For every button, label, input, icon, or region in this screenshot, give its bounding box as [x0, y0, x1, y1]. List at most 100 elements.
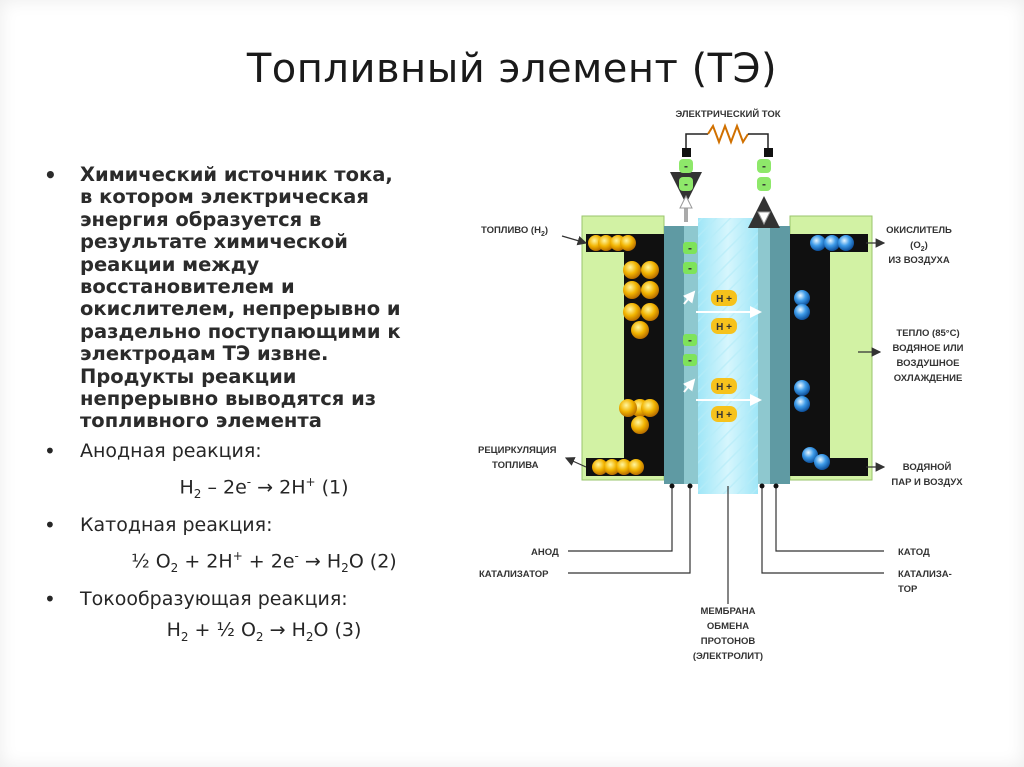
definition-line: в котором электрическая: [80, 185, 369, 209]
circuit-electron: [679, 159, 693, 173]
circuit-electron: [757, 177, 771, 191]
hydrogen-molecules: [588, 235, 659, 475]
equation-1: H2 – 2e- → 2H+ (1): [179, 474, 349, 501]
label-membrane: ОБМЕНА: [707, 621, 749, 632]
definition-line: результате химической: [80, 230, 348, 254]
anode-electrode: [664, 226, 684, 484]
proton-marker: [711, 318, 737, 334]
label-fuel: ТОПЛИВО (H2): [481, 225, 548, 238]
label-vapor: ВОДЯНОЙ: [903, 461, 952, 473]
hydrogen-atom: [623, 303, 641, 321]
proton-label: H +: [716, 322, 732, 333]
label-membrane: ПРОТОНОВ: [701, 636, 756, 647]
electron-marker: [683, 334, 697, 346]
hydrogen-atom: [641, 261, 659, 279]
label-vapor: ПАР И ВОЗДУХ: [891, 477, 963, 488]
circuit-electron: [757, 159, 771, 173]
label-oxidizer: ОКИСЛИТЕЛЬ: [886, 225, 952, 236]
definition-line: топливного элемента: [80, 409, 322, 433]
label-oxidizer-o2: (O2): [910, 240, 928, 253]
label-heat: ТЕПЛО (85°C): [896, 328, 959, 339]
oxygen-atom: [794, 290, 810, 306]
label-from-air: ИЗ ВОЗДУХА: [888, 255, 950, 266]
electron-sign: -: [762, 159, 766, 173]
definition-line: Химический источник тока,: [80, 163, 393, 186]
anode-reaction-label: Анодная реакция:: [80, 439, 262, 462]
label-catalyst-right: КАТАЛИЗА-: [898, 569, 952, 580]
label-membrane: (ЭЛЕКТРОЛИТ): [693, 651, 763, 662]
electron-sign: -: [688, 261, 692, 275]
hydrogen-atom: [623, 281, 641, 299]
oxygen-atom: [838, 235, 854, 251]
definition-line: восстановителем и: [80, 275, 295, 299]
overall-reaction-label: Токообразующая реакция:: [80, 588, 348, 611]
hydrogen-atom: [598, 235, 614, 251]
hydrogen-atom: [620, 235, 636, 251]
definition-line: окислителем, непрерывно и: [80, 297, 401, 321]
electron-markers: - - - -: [683, 241, 697, 367]
bullet-dot: •: [44, 438, 56, 463]
proton-markers: H +H +H +H +: [711, 290, 737, 422]
proton-flow-arrows: [682, 290, 762, 406]
proton-label: H +: [716, 382, 732, 393]
electron-sign: -: [688, 241, 692, 255]
equation-3: H2 + ½ O2 → H2O (3): [166, 619, 362, 644]
hydrogen-atom: [631, 416, 649, 434]
hydrogen-atom: [592, 459, 608, 475]
electron-sign: -: [688, 333, 692, 347]
oxygen-atom: [794, 304, 810, 320]
hydrogen-atom: [628, 459, 644, 475]
label-heat: ВОЗДУШНОЕ: [897, 358, 960, 369]
electron-marker: [683, 242, 697, 254]
label-heat: ОХЛАЖДЕНИЕ: [894, 373, 963, 384]
oxygen-atom: [794, 396, 810, 412]
bullet-definition: • Химический источник тока, в котором эл…: [44, 163, 484, 433]
proton-marker: [711, 406, 737, 422]
bullet-anode-reaction: • Анодная реакция: H2 – 2e- → 2H+ (1): [44, 439, 484, 507]
circuit-electrons: ----: [679, 159, 771, 191]
bullet-overall-reaction: • Токообразующая реакция: H2 + ½ O2 → H2…: [44, 587, 484, 650]
label-heat: ВОДЯНОЕ ИЛИ: [892, 343, 963, 354]
hydrogen-atom: [641, 281, 659, 299]
proton-marker: [711, 290, 737, 306]
electron-sign: -: [688, 353, 692, 367]
slide-title: Топливный элемент (ТЭ): [246, 46, 778, 92]
oxygen-atom: [794, 380, 810, 396]
oxygen-molecules: [794, 235, 854, 470]
anode-housing: [581, 215, 665, 481]
external-circuit: [670, 123, 780, 228]
definition-line: реакции между: [80, 252, 260, 276]
equation-2: ½ O2 + 2H+ + 2e- → H2O (2): [131, 549, 397, 576]
circuit-electron: [679, 177, 693, 191]
proton-label: H +: [716, 294, 732, 305]
hydrogen-atom: [616, 459, 632, 475]
bullet-dot: •: [44, 587, 56, 612]
oxygen-atom: [824, 235, 840, 251]
bullet-dot: •: [44, 513, 56, 537]
leader-dots: [669, 483, 779, 489]
electron-marker: [683, 262, 697, 274]
label-recirculation: ТОПЛИВА: [492, 460, 539, 471]
hydrogen-atom: [604, 459, 620, 475]
hydrogen-atom: [641, 399, 659, 417]
oxygen-atom: [802, 447, 818, 463]
leader-lines: [561, 235, 886, 604]
electron-sign: -: [762, 177, 766, 191]
label-catalyst-left: КАТАЛИЗАТОР: [479, 569, 549, 580]
diagram-labels: ЭЛЕКТРИЧЕСКИЙ ТОК ТОПЛИВО (H2) ОКИСЛИТЕЛ…: [478, 108, 964, 662]
proton-marker: [711, 378, 737, 394]
definition-line: электродам ТЭ извне.: [80, 342, 329, 366]
label-electric-current: ЭЛЕКТРИЧЕСКИЙ ТОК: [675, 108, 780, 120]
hydrogen-atom: [631, 321, 649, 339]
cathode-reaction-label: Катодная реакция:: [80, 514, 273, 536]
cathode-electrode: [770, 226, 790, 484]
hydrogen-atom: [641, 303, 659, 321]
cathode-catalyst-layer: [758, 226, 770, 484]
electron-marker: [683, 354, 697, 366]
oxygen-atom: [810, 235, 826, 251]
bullet-cathode-reaction: • Катодная реакция: ½ O2 + 2H+ + 2e- → H…: [44, 513, 484, 581]
cathode-housing: [789, 215, 873, 481]
label-anode: АНОД: [531, 547, 559, 558]
label-cathode: КАТОД: [898, 547, 930, 558]
